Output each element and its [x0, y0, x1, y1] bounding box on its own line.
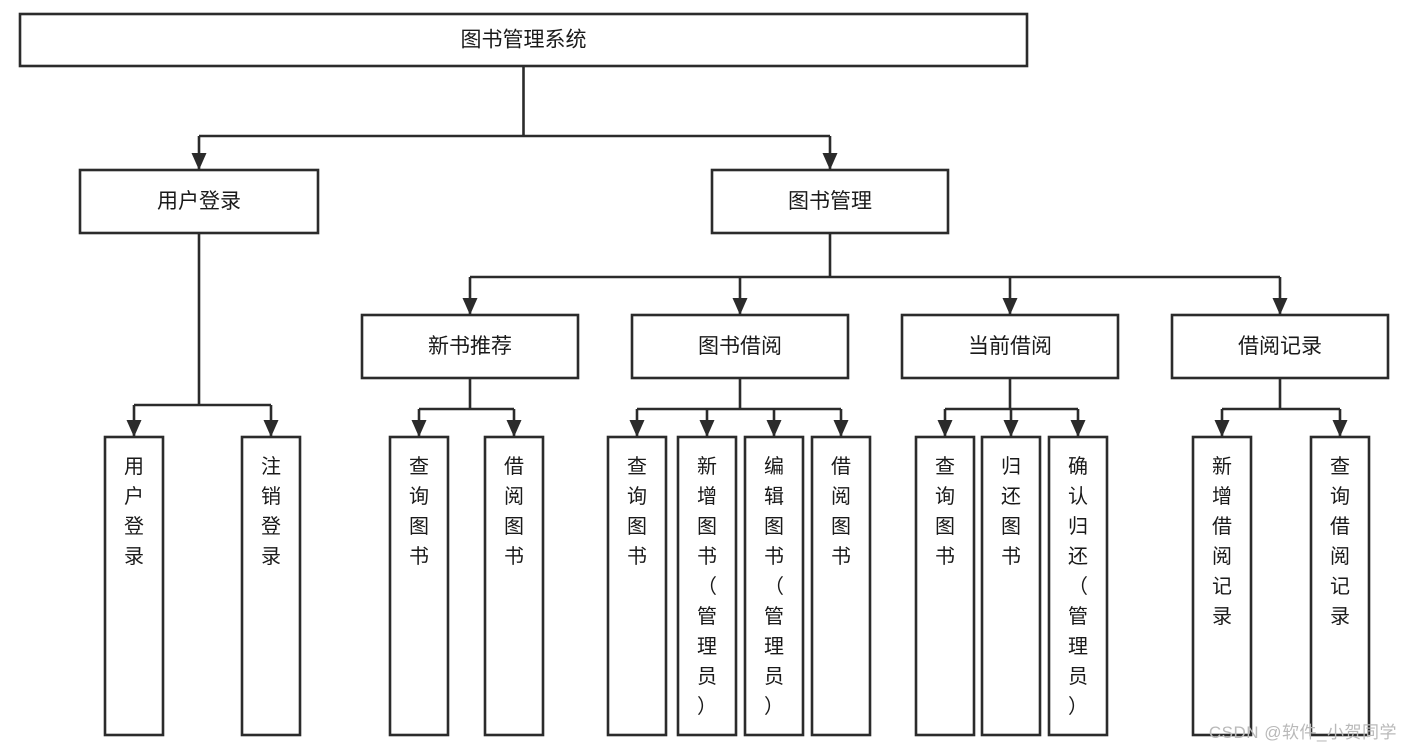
arrow-head-icon	[1272, 298, 1288, 315]
node-rect	[483, 435, 545, 737]
node-rect	[630, 313, 850, 380]
arrow-head-icon	[833, 420, 849, 437]
node-label: 当前借阅	[968, 335, 1052, 358]
node-rect	[360, 313, 580, 380]
node-rect	[810, 435, 872, 737]
node-label: 编辑图书（管理员）	[764, 455, 784, 718]
node-label: 新增借阅记录	[1212, 455, 1232, 628]
node-新书推荐[interactable]: 新书推荐	[360, 313, 580, 380]
node-借阅记录[interactable]: 借阅记录	[1170, 313, 1390, 380]
node-label: 查询借阅记录	[1330, 455, 1350, 628]
arrow-head-icon	[1070, 420, 1086, 437]
arrow-head-icon	[629, 420, 645, 437]
node-label: 借阅图书	[831, 455, 851, 568]
node-借阅图书[interactable]: 借阅图书	[810, 435, 872, 737]
node-label: 查询图书	[409, 455, 429, 568]
arrow-head-icon	[766, 420, 782, 437]
node-查询借阅记录[interactable]: 查询借阅记录	[1309, 435, 1371, 737]
node-label: 用户登录	[124, 456, 144, 568]
arrow-head-icon	[732, 298, 748, 315]
node-label: 图书借阅	[698, 335, 782, 358]
arrow-head-icon	[263, 420, 279, 437]
node-label: 查询图书	[935, 455, 955, 568]
node-rect	[980, 435, 1042, 737]
node-layer: 图书管理系统用户登录图书管理用户登录注销登录新书推荐查询图书借阅图书图书借阅查询…	[18, 12, 1390, 737]
arrow-head-icon	[411, 420, 427, 437]
arrow-head-icon	[506, 420, 522, 437]
node-查询图书[interactable]: 查询图书	[914, 435, 976, 737]
node-label: 新书推荐	[428, 335, 512, 358]
node-查询图书[interactable]: 查询图书	[388, 435, 450, 737]
node-rect	[1170, 313, 1390, 380]
node-label: 注销登录	[261, 455, 281, 568]
node-用户登录[interactable]: 用户登录	[78, 168, 320, 235]
node-查询图书[interactable]: 查询图书	[606, 435, 668, 737]
arrow-head-icon	[937, 420, 953, 437]
node-确认归还管理员[interactable]: 确认归还（管理员）	[1047, 435, 1109, 737]
arrow-head-icon	[191, 153, 207, 170]
node-label: 新增图书（管理员）	[697, 455, 717, 718]
node-注销登录[interactable]: 注销登录	[240, 435, 302, 737]
node-编辑图书管理员[interactable]: 编辑图书（管理员）	[743, 435, 805, 737]
node-label: 借阅图书	[504, 455, 524, 568]
arrow-head-icon	[1002, 298, 1018, 315]
arrow-head-icon	[699, 420, 715, 437]
connector-layer	[126, 66, 1348, 437]
node-label: 借阅记录	[1238, 335, 1322, 358]
node-rect	[710, 168, 950, 235]
node-rect	[1309, 435, 1371, 737]
node-label: 确认归还（管理员）	[1068, 455, 1088, 718]
node-rect	[914, 435, 976, 737]
node-label: 查询图书	[627, 455, 647, 568]
node-归还图书[interactable]: 归还图书	[980, 435, 1042, 737]
node-图书管理[interactable]: 图书管理	[710, 168, 950, 235]
node-rect	[103, 435, 165, 737]
node-rect	[1047, 435, 1109, 737]
node-rect	[1191, 435, 1253, 737]
node-rect	[606, 435, 668, 737]
node-label: 归还图书	[1001, 455, 1021, 568]
node-label: 用户登录	[157, 190, 241, 213]
watermark-label: CSDN @软件_小贺同学	[1208, 723, 1397, 742]
node-图书管理系统[interactable]: 图书管理系统	[18, 12, 1029, 68]
arrow-head-icon	[1332, 420, 1348, 437]
node-rect	[388, 435, 450, 737]
arrow-head-icon	[462, 298, 478, 315]
node-rect	[743, 435, 805, 737]
node-rect	[240, 435, 302, 737]
arrow-head-icon	[126, 420, 142, 437]
node-rect	[78, 168, 320, 235]
node-用户登录[interactable]: 用户登录	[103, 435, 165, 737]
arrow-head-icon	[822, 153, 838, 170]
node-新增图书管理员[interactable]: 新增图书（管理员）	[676, 435, 738, 737]
node-当前借阅[interactable]: 当前借阅	[900, 313, 1120, 380]
node-rect	[676, 435, 738, 737]
node-新增借阅记录[interactable]: 新增借阅记录	[1191, 435, 1253, 737]
arrow-head-icon	[1003, 420, 1019, 437]
node-rect	[900, 313, 1120, 380]
arrow-head-icon	[1214, 420, 1230, 437]
node-借阅图书[interactable]: 借阅图书	[483, 435, 545, 737]
node-label: 图书管理系统	[461, 29, 587, 52]
node-rect	[18, 12, 1029, 68]
node-图书借阅[interactable]: 图书借阅	[630, 313, 850, 380]
node-label: 图书管理	[788, 190, 872, 213]
